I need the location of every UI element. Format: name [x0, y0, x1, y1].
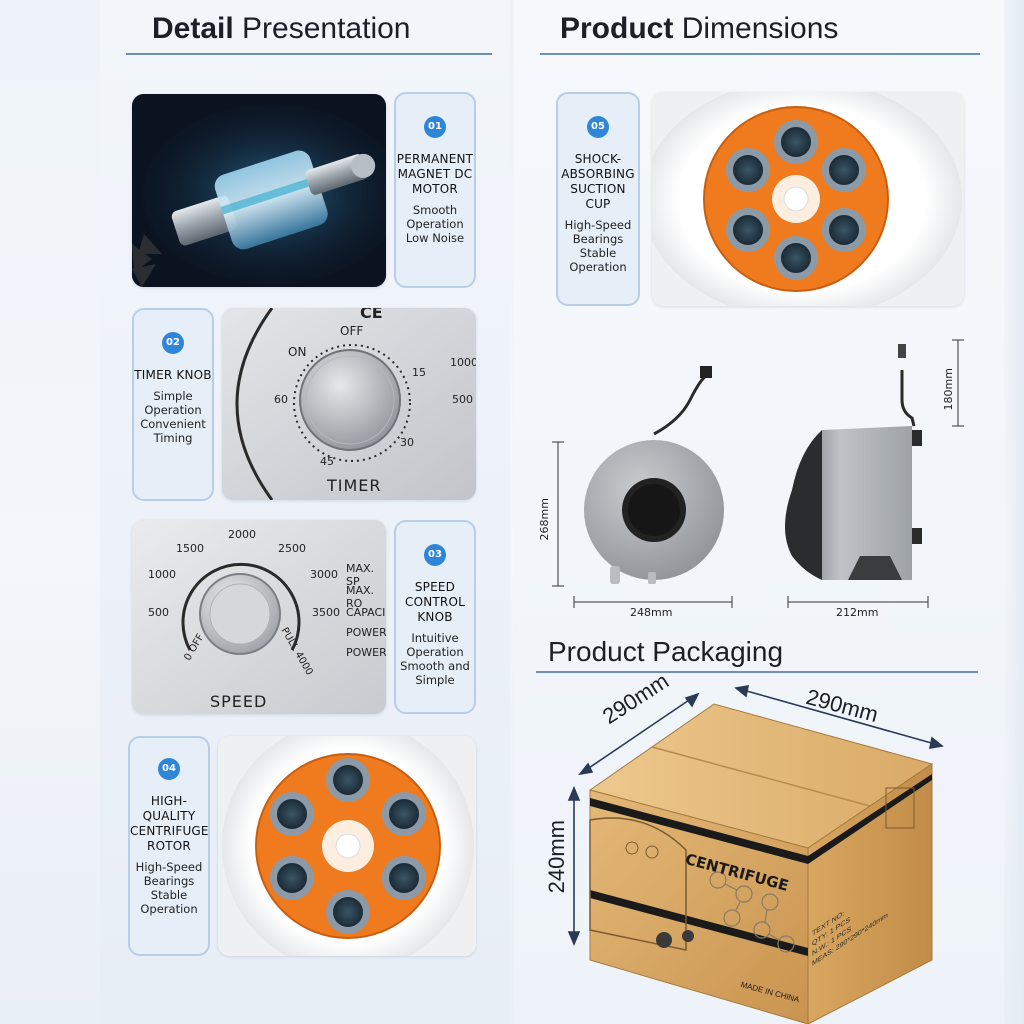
feature-02-line: Simple: [153, 389, 193, 403]
timer-right-500: 500: [452, 393, 473, 406]
timer-on-label: ON: [288, 345, 307, 359]
heading-light-part: Dimensions: [681, 12, 839, 45]
feature-03-badge: 03: [424, 544, 446, 566]
feature-05-title: SHOCK-ABSORBING SUCTION CUP: [561, 152, 635, 211]
speed-spec-line: MAX. SP: [346, 562, 375, 588]
speed-tick: 2000: [228, 528, 256, 541]
svg-text:CE: CE: [360, 308, 383, 322]
heading-rule-packaging: [536, 671, 978, 673]
timer-knob-image: CE OFF ON 15 30 45 60 1000 500 TIMER: [222, 308, 476, 500]
package-height-label: 240mm: [544, 820, 569, 894]
speed-tick: 3500: [312, 606, 340, 619]
speed-spec-line: CAPACI: [346, 606, 386, 619]
heading-rule-left: [126, 53, 492, 55]
feature-02-line: Operation: [144, 403, 202, 417]
feature-01-badge: 01: [424, 116, 446, 138]
speed-tick: 3000: [310, 568, 338, 581]
feature-01-line: Low Noise: [405, 231, 465, 245]
speed-spec-line: POWER: [346, 646, 386, 659]
feature-05-line: High-Speed: [564, 218, 632, 232]
timer-ce-mark: CE: [360, 308, 383, 322]
heading-rule-right: [540, 53, 980, 55]
dim-width-front: 248mm: [630, 606, 673, 619]
timer-label: TIMER: [327, 476, 382, 495]
dim-height-side: 180mm: [942, 368, 955, 411]
feature-04-title: HIGH-QUALITY CENTRIFUGE ROTOR: [130, 794, 209, 853]
heading-bold-part: Detail: [152, 12, 234, 45]
heading-bold-part: Product: [560, 12, 674, 45]
timer-45-label: 45: [320, 455, 334, 468]
speed-tick: 1000: [148, 568, 176, 581]
feature-04-line: Stable: [150, 888, 188, 902]
rotor-image-top: [652, 92, 964, 306]
detail-presentation-heading: Detail Presentation: [152, 12, 411, 46]
feature-03-line: Simple: [415, 673, 455, 687]
feature-02-line: Timing: [153, 431, 193, 445]
feature-03-line: Operation: [406, 645, 464, 659]
feature-05-badge: 05: [587, 116, 609, 138]
speed-tick: 500: [148, 606, 169, 619]
product-dimensions-heading: Product Dimensions: [560, 12, 838, 46]
feature-05-card: 05 SHOCK-ABSORBING SUCTION CUP High-Spee…: [556, 92, 640, 306]
feature-04-badge: 04: [158, 758, 180, 780]
edge-shade: [1004, 0, 1024, 1024]
feature-02-badge: 02: [162, 332, 184, 354]
feature-04-line: Bearings: [143, 874, 195, 888]
rotor-holes: [270, 758, 426, 934]
speed-knob-image: 0 OFF 500 1000 1500 2000 2500 3000 3500 …: [132, 520, 386, 714]
feature-04-line: High-Speed: [135, 860, 203, 874]
motor-image: [132, 94, 386, 287]
dimensions-drawing: 268mm 248mm 212mm 180mm: [530, 330, 1010, 630]
feature-03-card: 03 SPEED CONTROL KNOB Intuitive Operatio…: [394, 520, 476, 714]
timer-30-label: 30: [400, 436, 414, 449]
timer-60-label: 60: [274, 393, 288, 406]
feature-02-line: Convenient: [140, 417, 206, 431]
speed-tick: 2500: [278, 542, 306, 555]
feature-05-line: Bearings: [572, 232, 624, 246]
feature-02-title: TIMER KNOB: [134, 368, 212, 382]
dim-height-front: 268mm: [538, 498, 551, 541]
feature-05-line: Stable: [579, 246, 617, 260]
feature-05-line: Operation: [569, 260, 627, 274]
packaging-drawing: 290mm 290mm 240mm CENTRIFUGE MADE IN CHI…: [536, 668, 996, 1024]
feature-03-line: Smooth and: [400, 659, 470, 673]
feature-04-line: Operation: [140, 902, 198, 916]
timer-right-1000: 1000: [450, 356, 476, 369]
feature-01-line: Operation: [406, 217, 464, 231]
feature-02-card: 02 TIMER KNOB Simple Operation Convenien…: [132, 308, 214, 501]
timer-15-label: 15: [412, 366, 426, 379]
feature-03-line: Intuitive: [411, 631, 459, 645]
heading-light-part: Presentation: [242, 12, 411, 45]
product-packaging-heading: Product Packaging: [548, 636, 784, 667]
speed-spec-line: MAX. RO: [346, 584, 375, 610]
feature-01-line: Smooth: [412, 203, 458, 217]
speed-label: SPEED: [210, 692, 268, 711]
speed-tick: 1500: [176, 542, 204, 555]
rotor-image-large: [218, 736, 476, 956]
timer-off-label: OFF: [340, 324, 364, 338]
rotor-holes: [726, 120, 866, 280]
feature-01-title: PERMANENT MAGNET DC MOTOR: [396, 152, 474, 196]
feature-03-title: SPEED CONTROL KNOB: [405, 580, 465, 624]
speed-spec-line: POWER: [346, 626, 386, 639]
feature-01-card: 01 PERMANENT MAGNET DC MOTOR Smooth Oper…: [394, 92, 476, 288]
dim-width-side: 212mm: [836, 606, 879, 619]
feature-04-card: 04 HIGH-QUALITY CENTRIFUGE ROTOR High-Sp…: [128, 736, 210, 956]
